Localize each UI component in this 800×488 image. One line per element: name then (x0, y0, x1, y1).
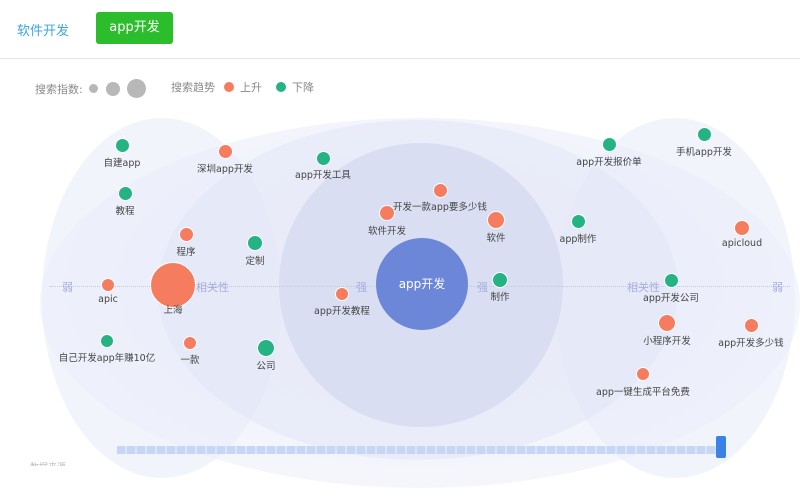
keyword-bubble[interactable] (257, 339, 275, 357)
keyword-label: 制作 (490, 292, 510, 303)
trend-down-label: 下降 (292, 81, 314, 94)
center-keyword-bubble[interactable]: app开发 (376, 238, 468, 330)
keyword-label: 开发一款app要多少钱 (393, 202, 487, 213)
size-legend-label: 搜索指数: (35, 82, 83, 96)
size-medium-dot (105, 81, 120, 96)
keyword-label: 程序 (176, 246, 196, 258)
keyword-label: app开发工具 (295, 170, 351, 181)
keyword-bubble[interactable] (101, 278, 115, 292)
keyword-label: 教程 (115, 205, 135, 217)
keyword-bubble[interactable] (100, 334, 114, 348)
trend-down-dot (275, 82, 286, 92)
trend-up-dot (223, 82, 234, 92)
size-small-dot (89, 84, 99, 93)
keyword-label: 软件开发 (367, 225, 407, 237)
top-tab-bar: 软件开发 app开发 (0, 0, 800, 59)
keyword-label: 小程序开发 (643, 336, 691, 347)
axis-relevance-right: 相关性 (627, 281, 660, 294)
keyword-bubble[interactable] (117, 185, 133, 201)
axis-strong-right: 强 (477, 281, 488, 294)
keyword-bubble[interactable] (636, 367, 650, 381)
keyword-bubble[interactable] (335, 287, 349, 301)
keyword-label: 软件 (486, 233, 506, 244)
keyword-label: apicloud (721, 238, 763, 249)
keyword-label: 自己开发app年赚10亿 (58, 353, 156, 364)
keyword-label: app制作 (559, 233, 597, 245)
keyword-label: 公司 (256, 360, 276, 372)
keyword-bubble[interactable] (315, 150, 331, 166)
keyword-label: 定制 (245, 255, 265, 267)
keyword-label: app一键生成平台免费 (596, 386, 690, 398)
keyword-label: 手机app开发 (676, 146, 732, 158)
keyword-bubble[interactable] (247, 235, 263, 251)
timeline-slider-track[interactable] (117, 446, 722, 454)
keyword-label: 上海 (163, 305, 183, 316)
keyword-label: app开发教程 (314, 306, 370, 317)
axis-weak-left: 弱 (62, 281, 73, 294)
keyword-bubble[interactable] (150, 262, 196, 308)
size-large-dot (127, 79, 147, 98)
keyword-bubble[interactable] (658, 314, 676, 332)
tab-software-dev[interactable]: 软件开发 (17, 24, 70, 39)
keyword-bubble[interactable] (734, 220, 750, 236)
trend-up-label: 上升 (240, 81, 262, 94)
axis-relevance-left: 相关性 (196, 281, 229, 294)
keyword-bubble[interactable] (114, 137, 130, 153)
timeline-slider-handle[interactable] (716, 436, 726, 458)
axis-weak-right: 弱 (772, 281, 783, 294)
keyword-bubble[interactable] (601, 136, 617, 152)
keyword-bubble[interactable] (379, 205, 395, 221)
tab-app-dev[interactable]: app开发 (96, 12, 173, 44)
keyword-bubble[interactable] (570, 213, 586, 229)
keyword-bubble[interactable] (663, 272, 679, 288)
keyword-label: 自建app (103, 157, 141, 169)
axis-strong-left: 强 (356, 281, 367, 294)
keyword-label: 一款 (180, 355, 200, 366)
keyword-label: app开发报价单 (576, 156, 642, 168)
keyword-bubble[interactable] (696, 126, 712, 142)
footer-text: 数据来源 (30, 460, 110, 466)
keyword-bubble[interactable] (432, 182, 448, 198)
keyword-bubble[interactable] (178, 226, 194, 242)
keyword-label: 深圳app开发 (197, 163, 253, 175)
trend-legend-label: 搜索趋势 (171, 81, 215, 94)
keyword-bubble[interactable] (743, 317, 759, 333)
keyword-label: app开发多少钱 (718, 337, 784, 349)
keyword-bubble[interactable] (492, 272, 508, 288)
trend-legend: 搜索趋势 上升 下降 (171, 79, 314, 95)
keyword-label: app开发公司 (643, 292, 699, 304)
keyword-bubble[interactable] (183, 336, 197, 350)
keyword-bubble[interactable] (487, 211, 505, 229)
keyword-bubble[interactable] (217, 143, 233, 159)
keyword-label: apic (98, 294, 118, 305)
size-legend: 搜索指数: (35, 79, 150, 98)
